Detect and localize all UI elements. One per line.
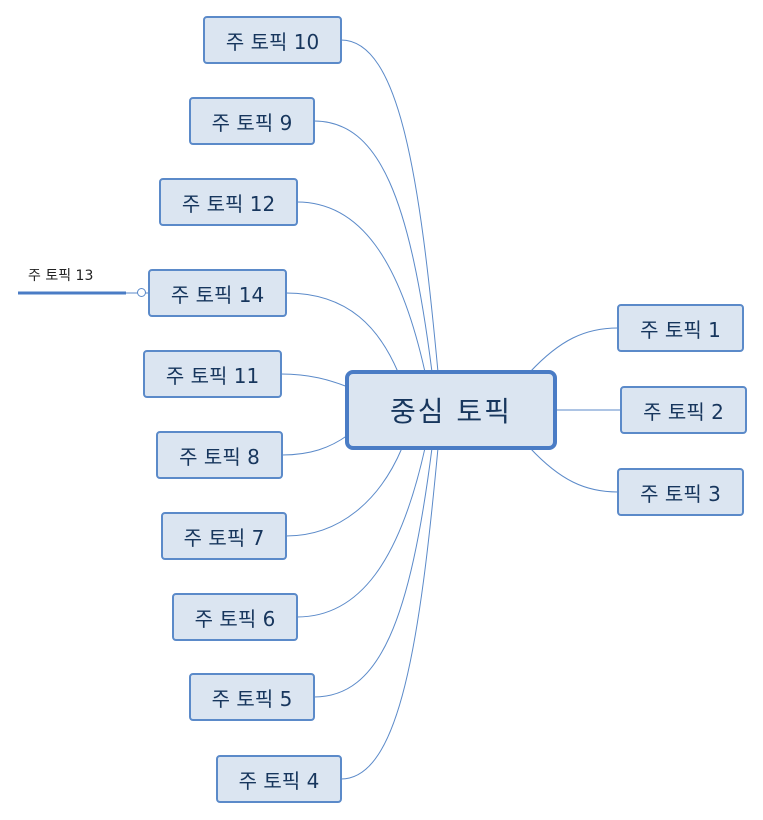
topic-10[interactable]: 주 토픽 10 — [203, 16, 342, 64]
connector-topic-14 — [285, 292, 399, 373]
topic-7[interactable]: 주 토픽 7 — [161, 512, 287, 560]
connector-topic-6 — [296, 447, 426, 618]
connector-topic-5 — [313, 447, 433, 698]
connector-topic-9 — [313, 120, 433, 373]
topic-12[interactable]: 주 토픽 12 — [159, 178, 298, 226]
topic-6[interactable]: 주 토픽 6 — [172, 593, 298, 641]
topic-9[interactable]: 주 토픽 9 — [189, 97, 315, 145]
topic-14[interactable]: 주 토픽 14 — [148, 269, 287, 317]
topic-3[interactable]: 주 토픽 3 — [617, 468, 744, 516]
topic-1[interactable]: 주 토픽 1 — [617, 304, 744, 352]
connector-topic-10 — [340, 39, 439, 373]
connector-topic-1 — [529, 327, 619, 373]
subtopic-13-label[interactable]: 주 토픽 13 — [28, 268, 94, 284]
collapse-toggle-icon[interactable] — [137, 288, 146, 297]
connector-topic-3 — [529, 447, 619, 493]
topic-5[interactable]: 주 토픽 5 — [189, 673, 315, 721]
topic-4[interactable]: 주 토픽 4 — [216, 755, 342, 803]
connector-topic-4 — [340, 447, 439, 780]
connector-topic-12 — [296, 201, 426, 373]
topic-2[interactable]: 주 토픽 2 — [620, 386, 747, 434]
topic-8[interactable]: 주 토픽 8 — [156, 431, 283, 479]
connector-topic-7 — [285, 447, 403, 537]
connector-topic-11 — [280, 373, 349, 388]
connector-topic-8 — [281, 434, 349, 456]
central-topic[interactable]: 중심 토픽 — [345, 370, 557, 450]
topic-11[interactable]: 주 토픽 11 — [143, 350, 282, 398]
